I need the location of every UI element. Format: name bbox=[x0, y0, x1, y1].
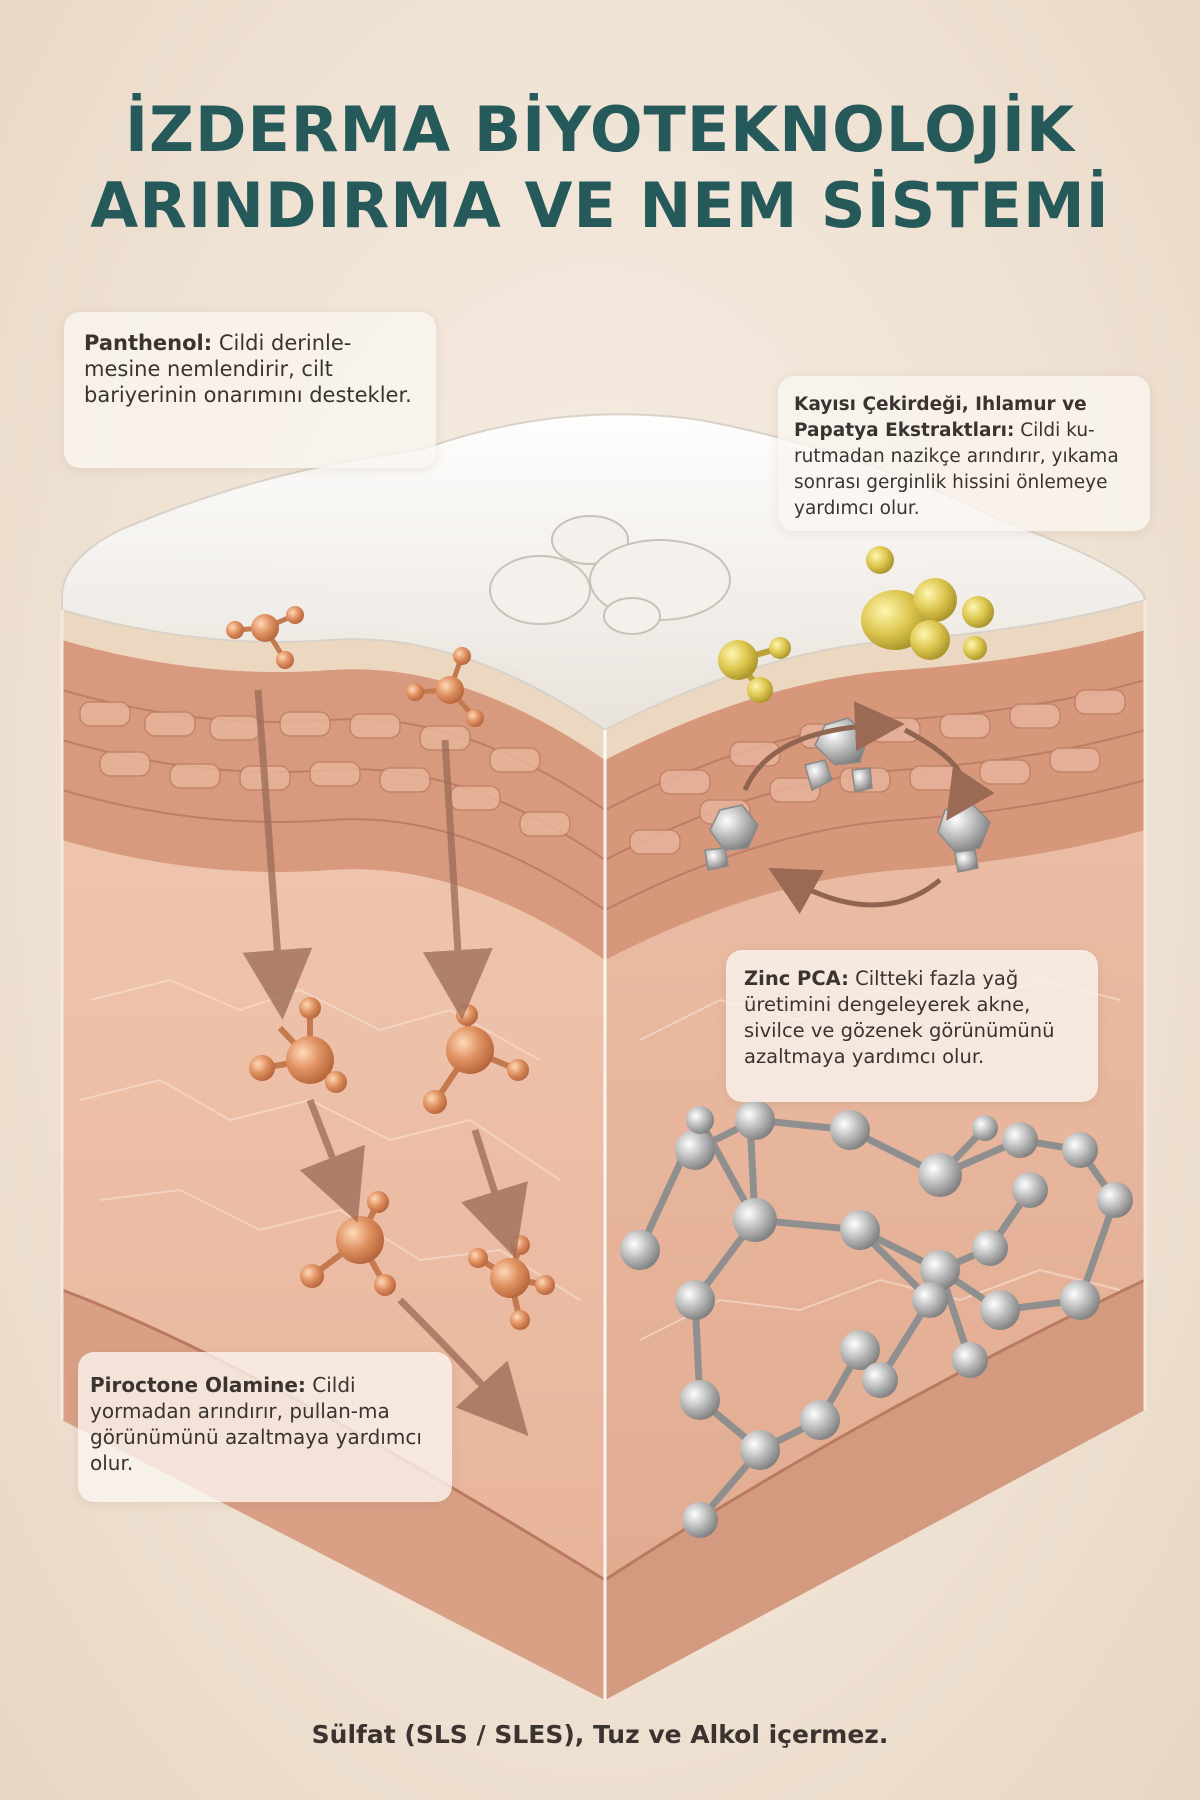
panthenol-molecule-4 bbox=[423, 1004, 529, 1114]
hypodermis-right bbox=[605, 1280, 1145, 1700]
title-line-1: İZDERMA BİYOTEKNOLOJİK bbox=[124, 93, 1076, 166]
extracts-description: Cildi ku-rutmadan nazikçe arındırır, yık… bbox=[794, 420, 1119, 519]
piroctone-molecule-2 bbox=[468, 1235, 555, 1330]
panthenol-description: Cildi derinle-mesine nemlendirir, cilt b… bbox=[84, 331, 412, 407]
zinc-pca-name: Zinc PCA: bbox=[744, 967, 849, 990]
panthenol-molecule-1 bbox=[226, 606, 304, 669]
piroctone-molecule-1 bbox=[300, 1191, 396, 1296]
gel-droplets bbox=[489, 515, 731, 635]
piroctone-name: Piroctone Olamine: bbox=[90, 1373, 306, 1397]
extract-molecule-large bbox=[861, 546, 994, 660]
title-line-2: ARINDIRMA VE NEM SİSTEMİ bbox=[90, 169, 1110, 242]
penetration-arrows bbox=[242, 689, 529, 1437]
piroctone-description: Cildi yormadan arındırır, pullan-ma görü… bbox=[90, 1373, 422, 1475]
panthenol-card: Panthenol: Cildi derinle-mesine nemlendi… bbox=[64, 312, 436, 468]
zinc-pca-card: Zinc PCA: Ciltteki fazla yağ üretimini d… bbox=[726, 950, 1098, 1102]
panthenol-name: Panthenol: bbox=[84, 331, 213, 355]
panthenol-molecule-2 bbox=[406, 647, 484, 727]
panthenol-molecule-3 bbox=[249, 997, 347, 1093]
zinc-pca-description: Ciltteki fazla yağ üretimini dengeleyere… bbox=[744, 967, 1055, 1068]
zinc-cycle-arrows bbox=[742, 701, 995, 914]
extracts-name: Kayısı Çekirdeği, Ihlamur ve Papatya Eks… bbox=[794, 394, 1087, 441]
footer-claim: Sülfat (SLS / SLES), Tuz ve Alkol içerme… bbox=[311, 1720, 889, 1749]
extracts-card: Kayısı Çekirdeği, Ihlamur ve Papatya Eks… bbox=[778, 376, 1150, 531]
silver-molecular-network bbox=[620, 1100, 1133, 1538]
page-title: İZDERMA BİYOTEKNOLOJİK ARINDIRMA VE NEM … bbox=[0, 92, 1200, 244]
extract-molecule-small bbox=[718, 637, 791, 703]
zinc-crystal-2 bbox=[704, 804, 759, 871]
piroctone-card: Piroctone Olamine: Cildi yormadan arındı… bbox=[78, 1352, 452, 1502]
